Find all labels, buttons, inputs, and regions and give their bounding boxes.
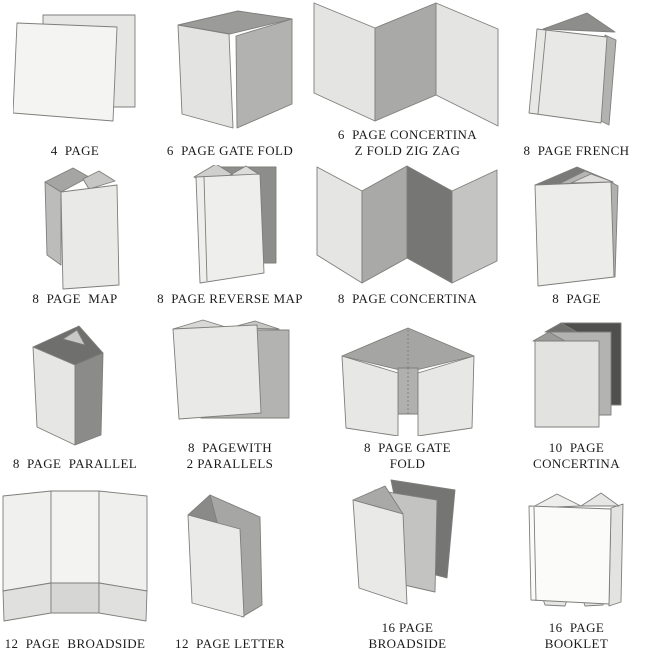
fold-label: 8 PAGE — [552, 291, 601, 307]
fold-cell-10-page-concertina: 10 PAGE CONCERTINA — [505, 313, 648, 478]
diagram-6-page-concertina — [310, 0, 505, 127]
fold-cell-6-page-gate-fold: 6 PAGE GATE FOLD — [150, 0, 310, 165]
gate-fold-8-page-icon — [341, 327, 474, 436]
zigzag-fold-4-panel-icon — [316, 165, 498, 284]
two-parallel-folds-icon — [172, 319, 290, 420]
fold-cell-12-page-broadside: 12 PAGE BROADSIDE — [0, 478, 150, 658]
diagram-12-page-broadside — [0, 478, 150, 636]
fold-label: 6 PAGE CONCERTINA Z FOLD ZIG ZAG — [337, 127, 478, 159]
fold-cell-8-page-parallel: 8 PAGE PARALLEL — [0, 313, 150, 478]
fold-cell-8-page-reverse-map: 8 PAGE REVERSE MAP — [150, 165, 310, 313]
fold-label: 16 PAGE BOOKLET — [544, 620, 609, 652]
diagram-8-page-concertina — [310, 165, 505, 291]
fold-label: 8 PAGE GATE FOLD — [363, 440, 452, 472]
french-fold-icon — [528, 12, 616, 126]
reverse-map-fold-icon — [193, 165, 277, 284]
fold-label: 10 PAGE CONCERTINA — [533, 440, 620, 472]
diagram-10-page-concertina — [505, 313, 648, 440]
folded-sheet-4-page-icon — [12, 14, 135, 122]
diagram-8-page-french — [505, 0, 648, 143]
fold-cell-8-page-with-2-parallels: 8 PAGEWITH 2 PARALLELS — [150, 313, 310, 478]
diagram-8-page — [505, 165, 648, 291]
fold-cell-4-page: 4 PAGE — [0, 0, 150, 165]
diagram-6-page-gate-fold — [150, 0, 310, 143]
parallel-fold-icon — [32, 325, 104, 446]
diagram-8-page-gate-fold — [310, 313, 505, 440]
broadside-open-sheet-icon — [2, 490, 148, 622]
fold-cell-8-page-map: 8 PAGE MAP — [0, 165, 150, 313]
fold-label: 12 PAGE LETTER — [175, 636, 285, 652]
diagram-8-page-map — [0, 165, 150, 291]
fold-cell-8-page-concertina: 8 PAGE CONCERTINA — [310, 165, 505, 313]
fold-cell-16-page-booklet: 16 PAGE BOOKLET — [505, 478, 648, 658]
fold-label: 12 PAGE BROADSIDE — [4, 636, 146, 652]
fold-label: 6 PAGE GATE FOLD — [166, 143, 294, 159]
diagram-8-page-with-2-parallels — [150, 313, 310, 440]
fold-label: 8 PAGEWITH 2 PARALLELS — [186, 440, 274, 472]
folded-sheet-8-page-icon — [534, 166, 618, 287]
fold-label: 8 PAGE REVERSE MAP — [157, 291, 303, 307]
gate-fold-6-page-icon — [177, 10, 293, 129]
concertina-stack-icon — [532, 322, 621, 428]
diagram-16-page-broadside — [310, 478, 505, 620]
fold-label: 8 PAGE MAP — [32, 291, 118, 307]
diagram-16-page-booklet — [505, 478, 648, 620]
fold-cell-16-page-broadside: 16 PAGE BROADSIDE — [310, 478, 505, 658]
fold-label: 8 PAGE PARALLEL — [12, 456, 138, 472]
zigzag-fold-3-panel-icon — [313, 2, 498, 127]
diagram-12-page-letter — [150, 478, 310, 636]
diagram-4-page — [0, 0, 150, 143]
fold-label: 8 PAGE FRENCH — [523, 143, 630, 159]
booklet-icon — [528, 492, 623, 607]
fold-cell-8-page: 8 PAGE — [505, 165, 648, 313]
fold-cell-6-page-concertina: 6 PAGE CONCERTINA Z FOLD ZIG ZAG — [310, 0, 505, 165]
fold-label: 4 PAGE — [50, 143, 100, 159]
diagram-8-page-reverse-map — [150, 165, 310, 291]
fanned-pages-icon — [352, 479, 455, 605]
fold-cell-8-page-gate-fold: 8 PAGE GATE FOLD — [310, 313, 505, 478]
fold-label: 16 PAGE BROADSIDE — [368, 620, 447, 652]
letter-fold-icon — [187, 494, 263, 618]
fold-cell-8-page-french: 8 PAGE FRENCH — [505, 0, 648, 165]
map-fold-icon — [44, 167, 120, 290]
fold-cell-12-page-letter: 12 PAGE LETTER — [150, 478, 310, 658]
fold-label: 8 PAGE CONCERTINA — [337, 291, 478, 307]
diagram-8-page-parallel — [0, 313, 150, 456]
